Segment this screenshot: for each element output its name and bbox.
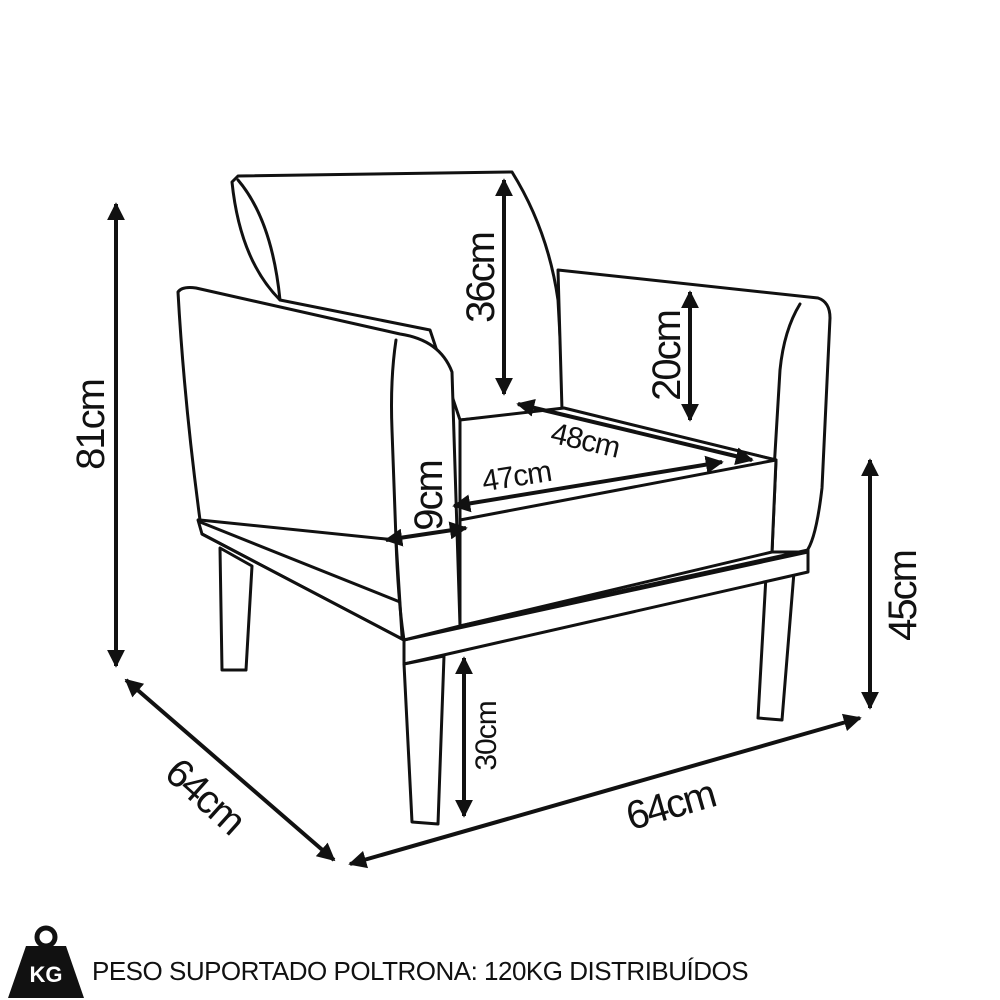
depth-arrow: [124, 678, 336, 862]
capacity-note: PESO SUPORTADO POLTRONA: 120KG DISTRIBUÍ…: [92, 956, 749, 986]
dimension-lines: [107, 178, 879, 869]
front-left-leg: [402, 654, 446, 826]
weight-icon: KG: [8, 925, 84, 998]
leg-height-label: 30cm: [470, 701, 503, 770]
back-left-leg: [218, 546, 254, 672]
right-armrest-front-edge: [770, 302, 802, 554]
seat-depth-arrow: [516, 399, 754, 465]
width-arrow: [348, 713, 862, 869]
weight-icon-label: KG: [30, 962, 63, 987]
backrest-height-label: 36cm: [459, 233, 503, 323]
back-right-leg: [756, 570, 796, 722]
seat-width-arrow: [452, 455, 724, 513]
armrest-height-label: 20cm: [645, 311, 689, 401]
seat-height-label: 45cm: [881, 551, 925, 641]
total-height-label: 81cm: [69, 380, 113, 470]
left-armrest-front-edge: [390, 338, 404, 638]
backrest-side-edge: [236, 178, 282, 302]
armrest-width-arrow: [384, 521, 468, 547]
depth-label: 64cm: [157, 750, 253, 843]
armrest-width-label: 9cm: [407, 461, 451, 531]
